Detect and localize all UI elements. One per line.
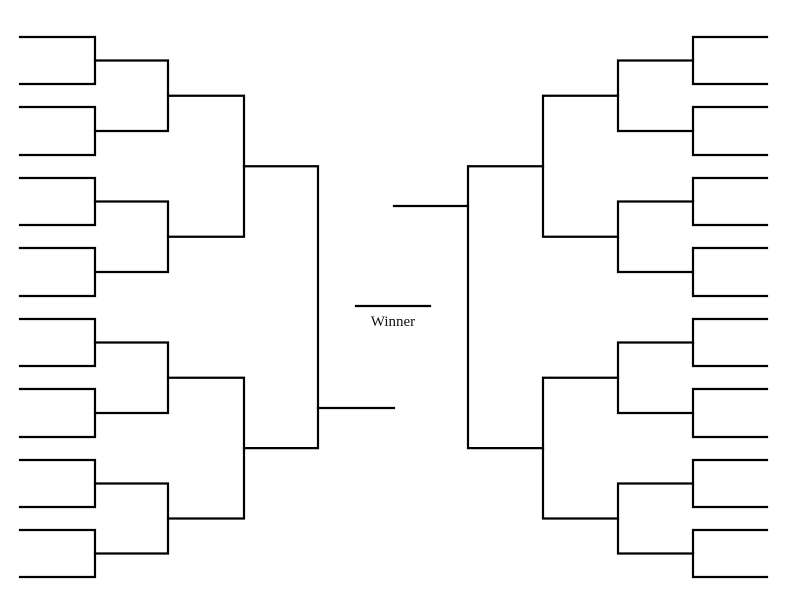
right-round2-match-3 xyxy=(616,341,695,415)
left-round2-match-1 xyxy=(93,59,170,133)
winner-label: Winner xyxy=(371,314,415,330)
left-round2-match-2 xyxy=(93,200,170,274)
right-round3-match-1 xyxy=(541,94,620,238)
left-round1-match-3 xyxy=(18,176,97,227)
left-bracket xyxy=(18,35,320,579)
left-round4-match-1 xyxy=(242,165,320,450)
right-round1-match-1 xyxy=(691,35,769,86)
right-round1-match-8 xyxy=(691,528,769,579)
right-round1-match-5 xyxy=(691,317,769,368)
left-round1-match-8 xyxy=(18,528,97,579)
left-round1-match-1 xyxy=(18,35,97,86)
right-round2-match-2 xyxy=(616,200,695,274)
championship-center: Winner xyxy=(316,204,470,410)
left-round3-match-2 xyxy=(166,376,246,520)
left-round2-match-3 xyxy=(93,341,170,415)
right-round1-match-4 xyxy=(691,246,769,298)
left-round1-match-4 xyxy=(18,246,97,298)
left-round1-match-7 xyxy=(18,458,97,509)
right-round2-match-4 xyxy=(616,482,695,555)
right-round4-match-1 xyxy=(466,165,545,450)
left-round2-match-4 xyxy=(93,482,170,555)
right-round1-match-2 xyxy=(691,105,769,157)
right-round1-match-7 xyxy=(691,458,769,509)
right-round1-match-3 xyxy=(691,176,769,227)
left-round1-match-2 xyxy=(18,105,97,157)
left-round1-match-5 xyxy=(18,317,97,368)
left-round3-match-1 xyxy=(166,94,246,238)
right-bracket xyxy=(466,35,769,579)
right-round2-match-1 xyxy=(616,59,695,133)
right-round3-match-2 xyxy=(541,376,620,520)
right-round1-match-6 xyxy=(691,387,769,439)
left-round1-match-6 xyxy=(18,387,97,439)
